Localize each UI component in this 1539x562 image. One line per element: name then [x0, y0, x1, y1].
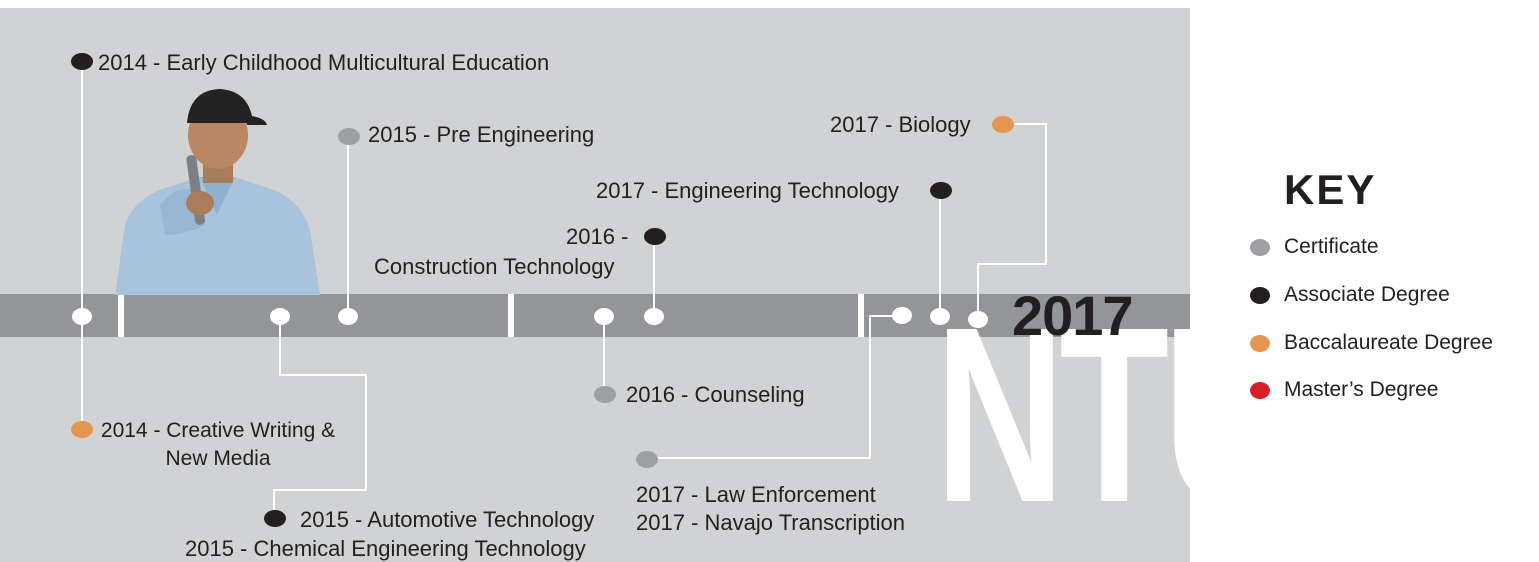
program-label: 2014 - Early Childhood Multicultural Edu… [98, 50, 550, 75]
year-separator [118, 294, 124, 337]
associate-swatch [1250, 287, 1270, 304]
current-year-label: 2017 [1012, 284, 1134, 347]
timeline-node [594, 308, 614, 325]
key-title: KEY [1284, 166, 1377, 213]
key-item-label: Certificate [1284, 235, 1379, 258]
certificate-marker [338, 128, 360, 145]
certificate-marker [594, 386, 616, 403]
baccalaureate-swatch [1250, 335, 1270, 352]
associate-marker [644, 228, 666, 245]
program-label: 2014 - Creative Writing & New Media [100, 419, 336, 470]
program-label: 2017 - Law Enforcement [636, 482, 876, 507]
program-label: 2016 - Counseling [626, 382, 805, 407]
associate-marker [71, 53, 93, 70]
certificate-swatch [1250, 239, 1270, 256]
timeline-node [338, 308, 358, 325]
year-separator [858, 294, 864, 337]
key-item-label: Master’s Degree [1284, 378, 1439, 401]
key-item-label: Associate Degree [1284, 283, 1450, 306]
associate-marker [264, 510, 286, 527]
program-label: 2015 - Chemical Engineering Technology [185, 536, 586, 561]
program-label: Construction Technology [374, 254, 615, 279]
program-label: 2015 - Automotive Technology [300, 507, 595, 532]
program-label: 2015 - Pre Engineering [368, 122, 595, 147]
program-label: 2016 - [566, 224, 629, 249]
baccalaureate-marker [71, 421, 93, 438]
masters-swatch [1250, 382, 1270, 399]
associate-marker [930, 182, 952, 199]
certificate-marker [636, 451, 658, 468]
timeline-node [270, 308, 290, 325]
timeline-node [72, 308, 92, 325]
key-item-label: Baccalaureate Degree [1284, 331, 1493, 354]
timeline-node [892, 307, 912, 324]
timeline-node [930, 308, 950, 325]
program-label: 2017 - Engineering Technology [596, 178, 899, 203]
baccalaureate-marker [992, 116, 1014, 133]
student-photo [115, 89, 320, 295]
program-label: 2017 - Biology [830, 112, 971, 137]
program-label: 2017 - Navajo Transcription [636, 510, 906, 535]
timeline-node [644, 308, 664, 325]
timeline-node [968, 311, 988, 328]
year-separator [508, 294, 514, 337]
